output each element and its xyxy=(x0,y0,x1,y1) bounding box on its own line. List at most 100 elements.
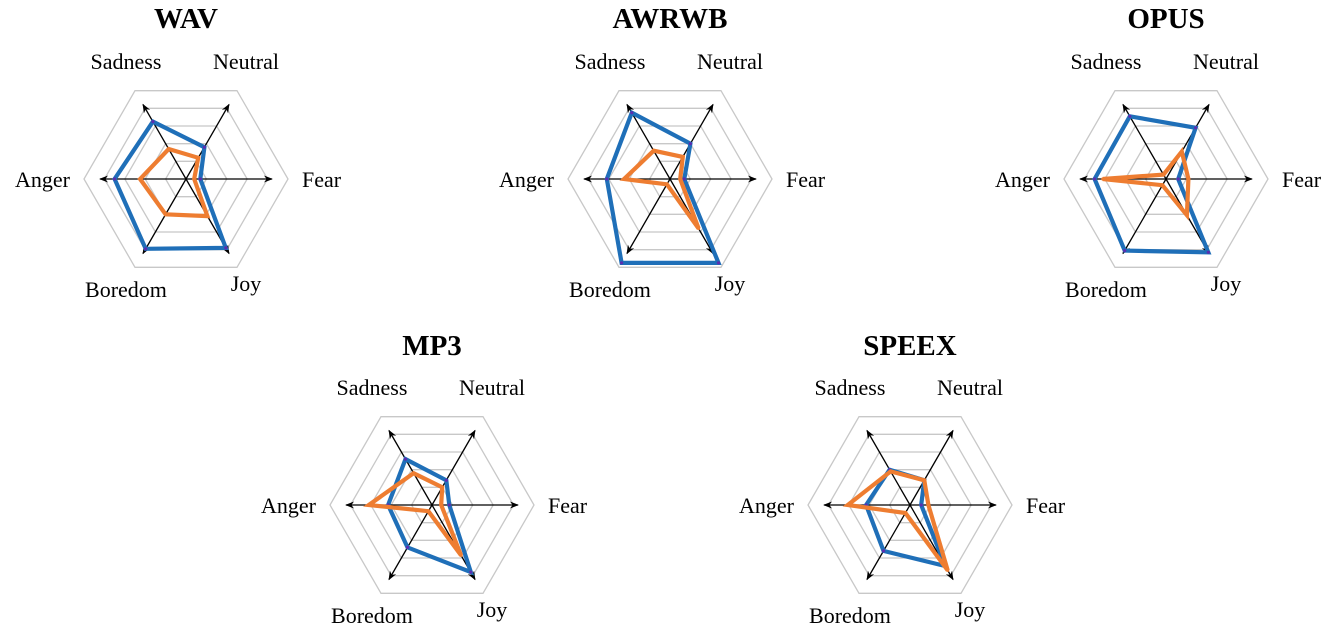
axis-label-neutral: Neutral xyxy=(213,49,279,74)
axis-neutral xyxy=(669,103,714,180)
axis-boredom xyxy=(626,178,671,255)
series-1-point-sadness xyxy=(630,111,634,115)
series-1-point-joy xyxy=(1206,250,1210,254)
axis-label-anger: Anger xyxy=(15,167,71,192)
axis-label-sadness: Sadness xyxy=(337,375,408,400)
axis-label-fear: Fear xyxy=(1026,493,1066,518)
axis-sadness xyxy=(626,103,671,180)
series-1-point-anger xyxy=(113,177,117,181)
series-2-point-neutral xyxy=(1180,150,1184,154)
series-1-point-fear xyxy=(1176,177,1180,181)
chart-title: WAV xyxy=(154,3,218,35)
axis-label-anger: Anger xyxy=(739,493,795,518)
series-1-point-joy xyxy=(224,246,228,250)
axis-label-joy: Joy xyxy=(955,597,986,622)
series-1-point-joy xyxy=(469,570,473,574)
grid-ring xyxy=(807,416,1013,594)
series-2-point-sadness xyxy=(889,469,893,473)
series-1-point-neutral xyxy=(202,145,206,149)
axis-label-sadness: Sadness xyxy=(1071,49,1142,74)
axis-neutral xyxy=(909,429,954,506)
axis-label-neutral: Neutral xyxy=(937,375,1003,400)
series-1-point-boredom xyxy=(405,545,410,550)
series-2-point-neutral xyxy=(440,485,444,489)
series-2-point-sadness xyxy=(167,147,171,151)
axis-sadness xyxy=(142,103,187,180)
series-1-point-joy xyxy=(716,261,721,265)
series-2-point-boredom xyxy=(164,212,168,216)
axis-label-boredom: Boredom xyxy=(1065,277,1147,302)
series-2-point-anger xyxy=(138,177,142,181)
series-1-point-neutral xyxy=(688,142,693,146)
axis-label-neutral: Neutral xyxy=(697,49,763,74)
axis-label-joy: Joy xyxy=(231,271,262,296)
series-2-point-sadness xyxy=(1161,173,1166,177)
grid-ring xyxy=(329,416,535,594)
series-2-point-fear xyxy=(678,177,682,181)
axis-label-neutral: Neutral xyxy=(459,375,525,400)
series-2-point-fear xyxy=(1186,177,1190,181)
axis-boredom xyxy=(1122,178,1167,255)
series-1-point-boredom xyxy=(881,549,886,553)
axis-boredom xyxy=(866,504,911,581)
chart-title: OPUS xyxy=(1127,3,1204,35)
series-1-point-boredom xyxy=(620,261,624,265)
series-1-point-sadness xyxy=(403,457,408,461)
axis-label-boredom: Boredom xyxy=(331,603,413,628)
series-1-point-sadness xyxy=(151,120,155,124)
series-2-point-fear xyxy=(926,503,931,507)
series-2-point-joy xyxy=(1185,213,1189,217)
series-1-point-boredom xyxy=(1123,249,1127,253)
axis-label-sadness: Sadness xyxy=(815,375,886,400)
axis-label-fear: Fear xyxy=(1282,167,1322,192)
series-2-point-neutral xyxy=(681,155,685,159)
axis-label-fear: Fear xyxy=(786,167,826,192)
series-2-point-boredom xyxy=(1160,183,1164,187)
series-1-point-sadness xyxy=(1128,114,1132,118)
series-2-point-sadness xyxy=(412,471,416,475)
axis-label-boredom: Boredom xyxy=(85,277,167,302)
axis-label-anger: Anger xyxy=(261,493,317,518)
series-1-point-anger xyxy=(605,177,609,181)
axis-neutral xyxy=(185,103,230,180)
axis-label-sadness: Sadness xyxy=(575,49,646,74)
series-2-point-boredom xyxy=(426,509,430,513)
chart-title: AWRWB xyxy=(613,3,728,35)
axis-label-joy: Joy xyxy=(715,271,746,296)
series-2-point-joy xyxy=(946,568,950,573)
series-2-point-anger xyxy=(622,177,626,181)
series-1-point-fear xyxy=(682,177,686,181)
axis-label-anger: Anger xyxy=(499,167,555,192)
axis-label-joy: Joy xyxy=(1211,271,1242,296)
series-1-point-fear xyxy=(198,177,202,181)
axis-neutral xyxy=(1165,103,1210,180)
series-2-point-fear xyxy=(439,503,443,507)
chart-title: SPEEX xyxy=(863,330,957,362)
chart-title: MP3 xyxy=(402,330,462,362)
series-1-point-fear xyxy=(447,503,451,507)
axis-label-anger: Anger xyxy=(995,167,1051,192)
axis-sadness xyxy=(388,429,433,506)
axis-label-boredom: Boredom xyxy=(569,277,651,302)
series-2-point-neutral xyxy=(196,156,200,160)
series-1-point-anger xyxy=(1093,177,1097,181)
axis-label-neutral: Neutral xyxy=(1193,49,1259,74)
axis-label-boredom: Boredom xyxy=(809,603,891,628)
series-1-point-boredom xyxy=(144,247,148,251)
series-2-point-fear xyxy=(192,177,196,181)
grid-ring xyxy=(83,90,289,268)
series-2-point-anger xyxy=(367,503,371,507)
series-1-point-neutral xyxy=(444,478,448,482)
series-2-point-sadness xyxy=(652,149,656,153)
series-1-point-fear xyxy=(919,503,923,507)
grid-ring xyxy=(567,90,773,268)
series-1-point-neutral xyxy=(1194,126,1198,130)
series-2-point-boredom xyxy=(665,182,669,186)
series-2-point-anger xyxy=(1101,177,1105,181)
axis-label-fear: Fear xyxy=(302,167,342,192)
